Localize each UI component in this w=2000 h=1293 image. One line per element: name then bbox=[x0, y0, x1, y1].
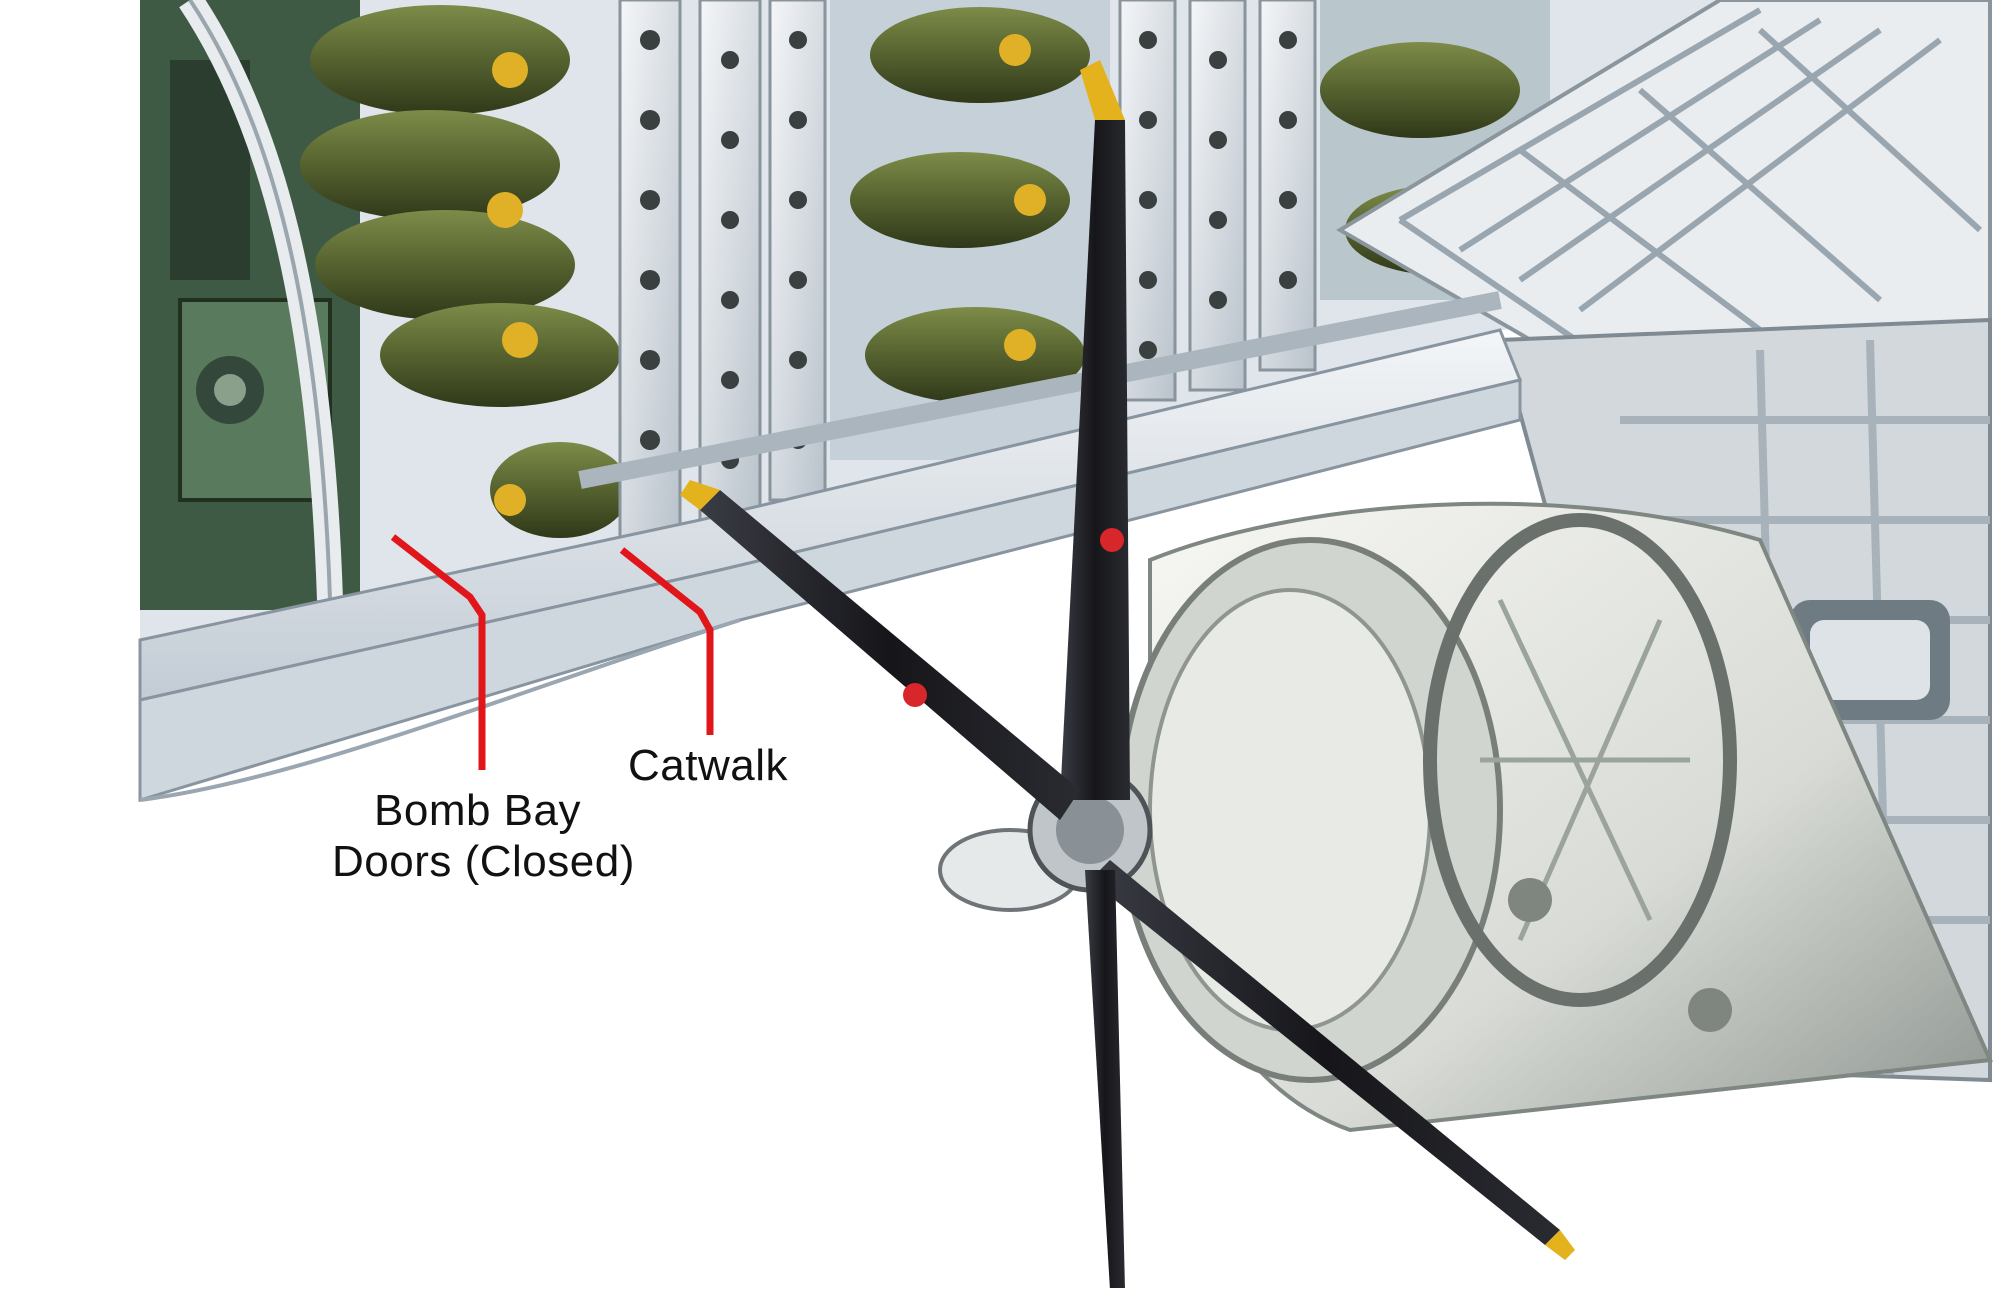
catwalk-label: Catwalk bbox=[628, 741, 788, 790]
bomb-stack-left bbox=[300, 5, 630, 538]
bomb-bay-leader-line bbox=[390, 534, 486, 770]
engine-nacelle bbox=[1117, 501, 1993, 1133]
leader-lines bbox=[390, 534, 714, 770]
bomb-rack-uprights bbox=[618, 0, 1317, 542]
bomb-bay-doors-label-line2: Doors (Closed) bbox=[332, 837, 635, 886]
propeller bbox=[680, 60, 1575, 1290]
catwalk-leader-line bbox=[619, 547, 714, 735]
bomb-stack-center bbox=[830, 0, 1110, 460]
bomb-bay-doors-label-line1: Bomb Bay bbox=[374, 786, 581, 835]
